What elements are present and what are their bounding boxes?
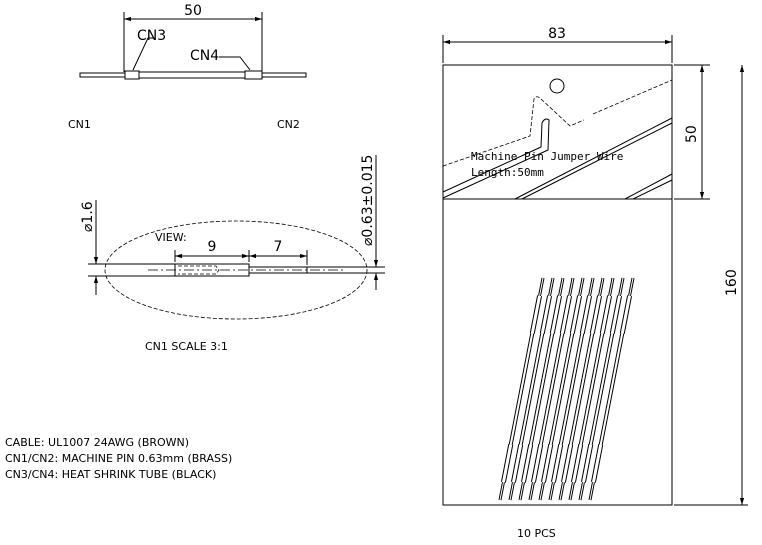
packaged-wire	[588, 277, 635, 501]
top-view: 50 CN3 CN4 CN1 CN2	[68, 3, 307, 131]
note-tube: CN3/CN4: HEAT SHRINK TUBE (BLACK)	[5, 468, 216, 481]
cn1-label: CN1	[68, 118, 91, 131]
packaged-wire	[568, 277, 615, 501]
packaged-wire	[528, 277, 575, 501]
packaged-wire	[578, 277, 625, 501]
packaged-wire	[538, 277, 585, 501]
package-view: Machine Pin Jumper Wire Length:50mm 83 5…	[442, 26, 748, 540]
header-height-dimension: 50	[684, 125, 700, 143]
packaged-wires	[498, 277, 635, 501]
packaged-wire	[548, 277, 595, 501]
length-dimension: 50	[184, 3, 202, 19]
jumper-wire	[79, 70, 307, 80]
cn4-label: CN4	[190, 48, 219, 64]
detail-view: VIEW: 9 7 ⌀1.6 ⌀0.63±0.015 CN1 SCALE 3:1	[80, 155, 385, 353]
note-cable: CABLE: UL1007 24AWG (BROWN)	[5, 436, 189, 449]
note-pin: CN1/CN2: MACHINE PIN 0.63mm (BRASS)	[5, 452, 232, 465]
hang-hole	[549, 78, 565, 94]
total-height-dimension: 160	[724, 269, 740, 296]
body-length-dimension: 9	[208, 239, 217, 255]
bag-outline	[442, 64, 673, 506]
packaged-wire	[508, 277, 555, 501]
packaged-wire	[558, 277, 605, 501]
view-label: VIEW:	[155, 231, 187, 244]
detail-caption: CN1 SCALE 3:1	[145, 340, 228, 353]
quantity-label: 10 PCS	[517, 527, 556, 540]
pin-tip	[248, 266, 308, 274]
detail-ellipse	[104, 220, 368, 320]
pin-length-dimension: 7	[274, 239, 283, 255]
packaged-wire	[498, 277, 545, 501]
cn3-label: CN3	[137, 28, 166, 44]
package-label-title: Machine Pin Jumper Wire	[471, 150, 623, 163]
pin-diameter-dimension: ⌀0.63±0.015	[360, 155, 376, 246]
width-dimension: 83	[548, 26, 566, 42]
package-label-length: Length:50mm	[471, 166, 544, 179]
packaged-wire	[518, 277, 565, 501]
cn2-label: CN2	[277, 118, 300, 131]
outer-diameter-dimension: ⌀1.6	[80, 201, 96, 232]
notes: CABLE: UL1007 24AWG (BROWN) CN1/CN2: MAC…	[5, 436, 232, 481]
